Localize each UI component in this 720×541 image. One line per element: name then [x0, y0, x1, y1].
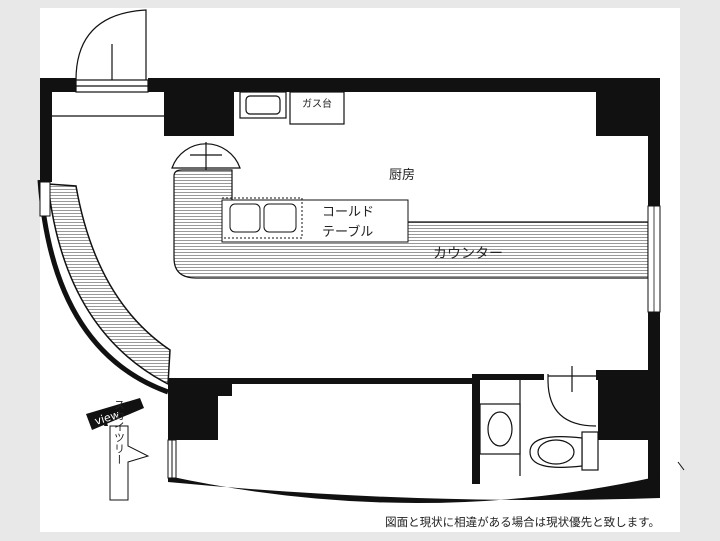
skytree-label: スカイツリー: [113, 399, 126, 465]
curved-outer-wall: [37, 179, 169, 395]
bathroom: [479, 366, 599, 476]
counter-label: カウンター: [433, 246, 503, 262]
bottom-left-opening: [167, 439, 177, 479]
kitchen-swing-door: [171, 142, 241, 170]
edge-mark: [677, 461, 685, 471]
cold-table-label-line2: テーブル: [322, 224, 373, 240]
cold-table-label-line1: コールド: [322, 205, 374, 220]
walls: [40, 78, 660, 498]
cold-table: コールド テーブル: [221, 197, 409, 243]
gas-stand-box: [289, 91, 345, 125]
left-window: [39, 181, 51, 217]
gas-stand-label: ガス台: [302, 97, 332, 110]
view-direction-marker: view スカイツリー: [86, 398, 150, 501]
kitchen-label: 厨房: [389, 167, 415, 183]
entrance-door: [52, 9, 164, 117]
footer-note: 図面と現状に相違がある場合は現状優先と致します。: [385, 515, 660, 529]
curved-window-bench: [47, 183, 171, 386]
sink-icon: [239, 91, 287, 119]
